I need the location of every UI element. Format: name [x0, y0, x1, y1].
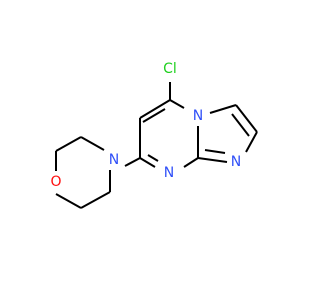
- atom-n-imidazole: N: [231, 154, 241, 170]
- atom-o-morpholine: O: [50, 174, 61, 190]
- bond-c3-c2: [235, 104, 258, 133]
- bond-c7-nmorph: [124, 157, 141, 167]
- atom-n-bridge: N: [193, 108, 203, 124]
- bond-o-cc: [55, 193, 82, 209]
- bond-c5-c6-double: [142, 108, 166, 123]
- bond-c2-n1: [245, 131, 258, 153]
- bond-c5-n4: [169, 99, 185, 109]
- bond-n4-c3: [209, 104, 237, 114]
- bond-c5-c6: [139, 99, 171, 119]
- bond-n1-c8a-double: [204, 149, 226, 154]
- atom-labels: Cl N N N N O: [50, 61, 241, 190]
- bond-ca-cb: [55, 136, 82, 152]
- bond-c7-n8: [139, 157, 156, 168]
- atom-n-morpholine: N: [109, 152, 119, 168]
- atom-cl: Cl: [163, 61, 177, 77]
- structure-diagram: Cl N N N N O: [50, 61, 258, 209]
- bond-n8-c8a: [183, 157, 199, 168]
- bond-cc-cd: [80, 191, 111, 209]
- atom-n-pyrimidine: N: [164, 165, 174, 181]
- bonds: [55, 82, 258, 209]
- bond-c3-c2-double: [231, 113, 250, 137]
- bond-n1-c8a: [197, 157, 228, 163]
- bond-c7-n8-double: [147, 154, 159, 162]
- bond-nmorph-ca: [80, 136, 105, 151]
- molecule-canvas: Cl N N N N O: [50, 61, 258, 209]
